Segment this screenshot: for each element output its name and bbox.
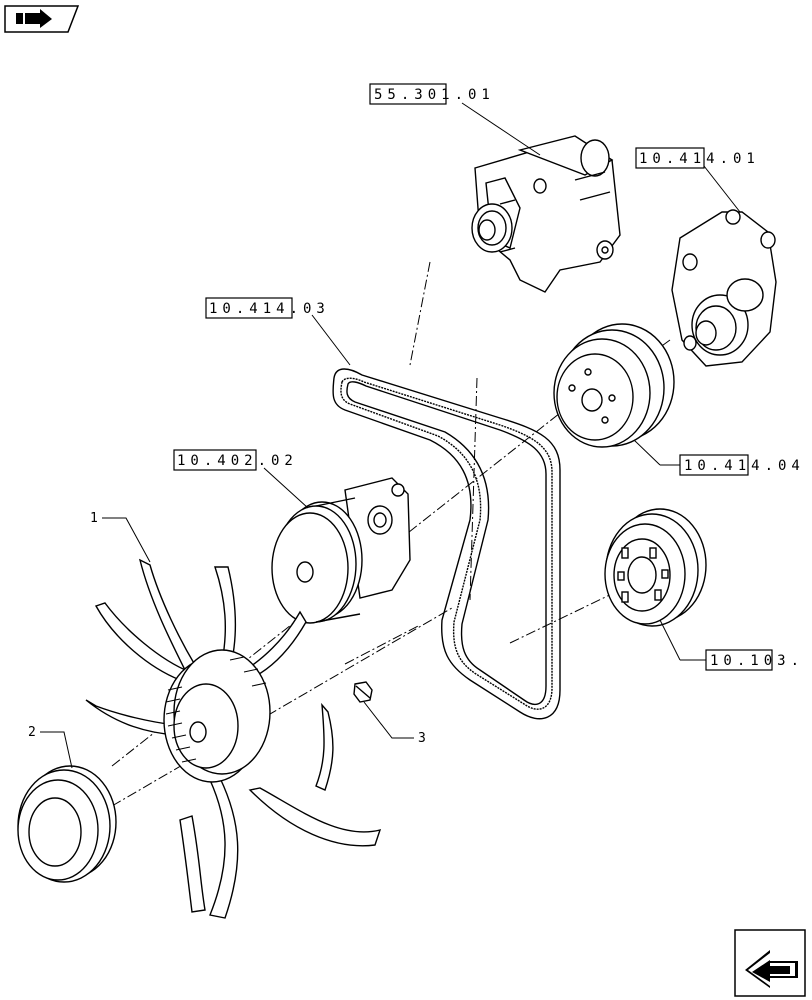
ref-idler-tensioner-text: 10.402.02 [177, 453, 298, 469]
ref-water-pump[interactable]: 10.414.01 [635, 147, 760, 169]
fan-pulley [17, 765, 117, 883]
reference-labels: 55.301.01 10.414.01 10.414.03 10.402.02 … [173, 83, 805, 671]
callout-1: 1 [90, 511, 98, 526]
drive-belt [332, 368, 561, 720]
cooling-fan [85, 558, 382, 919]
ref-crank-damper-text: 10.103. [710, 653, 804, 669]
callout-3: 3 [418, 731, 426, 746]
ref-alternator-text: 55.301.01 [374, 87, 495, 103]
ref-crank-damper[interactable]: 10.103. [705, 649, 804, 671]
crankshaft-damper-pulley [604, 508, 707, 627]
water-pump-pulley [553, 323, 675, 448]
ref-alternator[interactable]: 55.301.01 [369, 83, 495, 105]
next-page-button[interactable] [734, 929, 806, 997]
back-arrow-button[interactable] [4, 5, 80, 33]
alternator [471, 135, 621, 293]
water-pump [671, 209, 777, 367]
leader-lines [40, 102, 741, 769]
bolt [353, 681, 373, 703]
next-page-arrow-icon [745, 950, 798, 988]
back-arrow-icon [16, 9, 52, 28]
part-callouts: 1 2 3 [28, 511, 426, 746]
ref-idler-tensioner[interactable]: 10.402.02 [173, 449, 298, 471]
ref-pump-pulley[interactable]: 10.414.04 [679, 454, 805, 476]
idler-tensioner [271, 477, 411, 624]
ref-belt-text: 10.414.03 [209, 301, 330, 317]
callout-2: 2 [28, 725, 36, 740]
ref-water-pump-text: 10.414.01 [639, 151, 760, 167]
ref-pump-pulley-text: 10.414.04 [684, 458, 805, 474]
ref-belt[interactable]: 10.414.03 [205, 297, 330, 319]
